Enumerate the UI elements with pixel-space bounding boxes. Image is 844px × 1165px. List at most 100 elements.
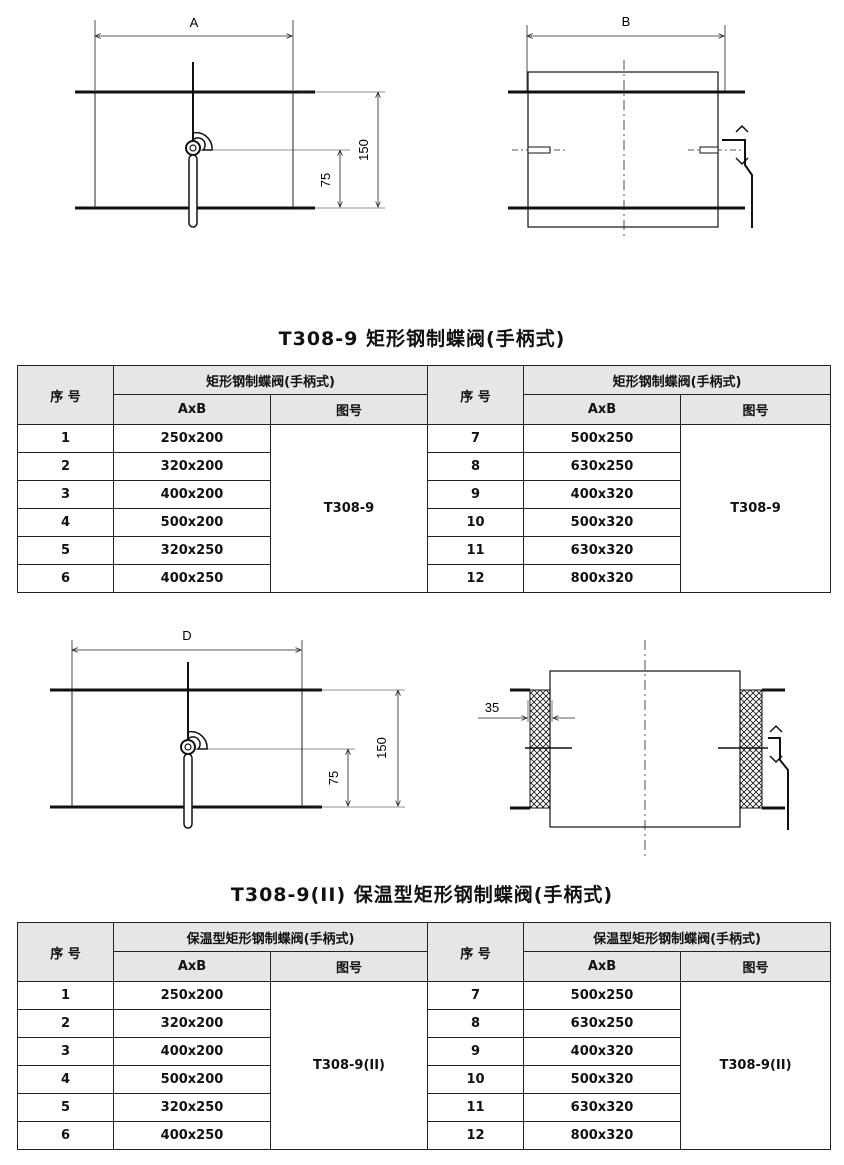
cell-seq: 4 — [17, 508, 114, 537]
cell-seq: 8 — [427, 452, 525, 481]
cell-seq: 11 — [427, 1093, 525, 1122]
cell-size: 630x250 — [523, 452, 682, 481]
col-header-size: AxB — [113, 394, 271, 425]
dim-label-150: 150 — [356, 139, 371, 161]
drawing-side-view-2: 35 — [420, 630, 844, 870]
cell-seq: 3 — [17, 1037, 114, 1066]
cell-size: 500x320 — [523, 1065, 682, 1094]
table-row: 3 400x200 9 400x320 — [17, 480, 831, 509]
dim-label-b: B — [622, 14, 631, 29]
group-header: 保温型矩形钢制蝶阀(手柄式) — [523, 922, 832, 952]
cell-drawing-no: T308-9(II) — [680, 981, 832, 1150]
cell-drawing-no: T308-9 — [680, 424, 832, 593]
cell-seq: 12 — [427, 564, 525, 593]
cell-size: 630x320 — [523, 1093, 682, 1122]
side-view-svg-1: B — [508, 14, 753, 240]
cell-seq: 8 — [427, 1009, 525, 1038]
handle-side — [768, 737, 789, 830]
dim-label-d: D — [182, 628, 191, 643]
spec-table-2: 序 号 保温型矩形钢制蝶阀(手柄式) 序 号 保温型矩形钢制蝶阀(手柄式) Ax… — [17, 922, 832, 1150]
col-header-seq: 序 号 — [17, 922, 114, 982]
col-header-size: AxB — [523, 951, 682, 982]
cell-seq: 4 — [17, 1065, 114, 1094]
col-header-size: AxB — [113, 951, 271, 982]
cell-size: 400x250 — [113, 1121, 271, 1150]
cell-size: 800x320 — [523, 564, 682, 593]
cell-seq: 6 — [17, 1121, 114, 1150]
cell-seq: 9 — [427, 480, 525, 509]
drawing-front-view-2: D 75 150 — [0, 610, 420, 850]
table-row: 2 320x200 8 630x250 — [17, 1009, 831, 1038]
wing-nut-icon — [769, 724, 783, 764]
cell-size: 800x320 — [523, 1121, 682, 1150]
table-row: 1 250x200 T308-9 7 500x250 T308-9 — [17, 424, 832, 593]
drawing-side-view-1: B — [420, 0, 844, 270]
cell-seq: 9 — [427, 1037, 525, 1066]
cell-seq: 1 — [17, 981, 114, 1010]
cell-size: 500x320 — [523, 508, 682, 537]
cell-size: 250x200 — [113, 981, 271, 1010]
table-row: 6 400x250 12 800x320 — [17, 564, 831, 593]
front-view-svg-1: A 75 150 — [75, 15, 385, 228]
cell-seq: 6 — [17, 564, 114, 593]
cell-size: 630x320 — [523, 536, 682, 565]
cell-size: 500x250 — [523, 424, 682, 453]
group-header: 矩形钢制蝶阀(手柄式) — [112, 365, 429, 395]
handle-side — [722, 139, 753, 228]
cell-drawing-no: T308-9(II) — [269, 981, 429, 1150]
cell-seq: 10 — [427, 508, 525, 537]
cell-size: 500x200 — [113, 1065, 271, 1094]
cell-seq: 5 — [17, 536, 114, 565]
wing-nut-icon — [735, 124, 749, 166]
cell-size: 500x200 — [113, 508, 271, 537]
cell-seq: 3 — [17, 480, 114, 509]
valve-body — [527, 71, 719, 228]
cell-size: 400x320 — [523, 1037, 682, 1066]
col-header-drawing: 图号 — [269, 951, 429, 982]
col-header-drawing: 图号 — [680, 951, 832, 982]
cell-drawing-no: T308-9 — [269, 424, 429, 593]
col-header-seq: 序 号 — [427, 365, 525, 425]
side-view-svg-2: 35 — [478, 640, 789, 860]
table-row: 5 320x250 11 630x320 — [17, 1093, 831, 1122]
group-header: 矩形钢制蝶阀(手柄式) — [523, 365, 832, 395]
cell-size: 630x250 — [523, 1009, 682, 1038]
dim-label-150: 150 — [374, 737, 389, 759]
table-row: 4 500x200 10 500x320 — [17, 508, 831, 537]
cell-size: 500x250 — [523, 981, 682, 1010]
cell-seq: 7 — [427, 424, 525, 453]
dim-label-75: 75 — [326, 771, 341, 785]
col-header-drawing: 图号 — [269, 394, 429, 425]
drawing-front-view-1: A 75 150 — [0, 0, 420, 270]
cell-seq: 2 — [17, 1009, 114, 1038]
cell-size: 400x250 — [113, 564, 271, 593]
insulation-left — [529, 689, 551, 809]
col-header-drawing: 图号 — [680, 394, 832, 425]
table-row: 6 400x250 12 800x320 — [17, 1121, 831, 1150]
handle-lever — [188, 154, 198, 228]
front-view-svg-2: D 75 150 — [50, 628, 405, 829]
cell-size: 320x200 — [113, 452, 271, 481]
section1-title: T308-9 矩形钢制蝶阀(手柄式) — [278, 328, 566, 350]
table-row: 5 320x250 11 630x320 — [17, 536, 831, 565]
cell-size: 320x200 — [113, 1009, 271, 1038]
cell-seq: 10 — [427, 1065, 525, 1094]
cell-size: 400x200 — [113, 480, 271, 509]
col-header-seq: 序 号 — [17, 365, 114, 425]
cell-size: 400x200 — [113, 1037, 271, 1066]
cell-seq: 11 — [427, 536, 525, 565]
cell-seq: 2 — [17, 452, 114, 481]
cell-size: 320x250 — [113, 536, 271, 565]
cell-seq: 7 — [427, 981, 525, 1010]
group-header: 保温型矩形钢制蝶阀(手柄式) — [112, 922, 429, 952]
table-row: 3 400x200 9 400x320 — [17, 1037, 831, 1066]
insulation-right — [739, 689, 763, 809]
cell-size: 400x320 — [523, 480, 682, 509]
col-header-size: AxB — [523, 394, 682, 425]
section2-title: T308-9(II) 保温型矩形钢制蝶阀(手柄式) — [230, 884, 614, 906]
cell-seq: 5 — [17, 1093, 114, 1122]
cell-seq: 12 — [427, 1121, 525, 1150]
spec-table-1: 序 号 矩形钢制蝶阀(手柄式) 序 号 矩形钢制蝶阀(手柄式) AxB 图号 A… — [17, 365, 832, 593]
cell-size: 250x200 — [113, 424, 271, 453]
dim-label-35: 35 — [485, 700, 499, 715]
